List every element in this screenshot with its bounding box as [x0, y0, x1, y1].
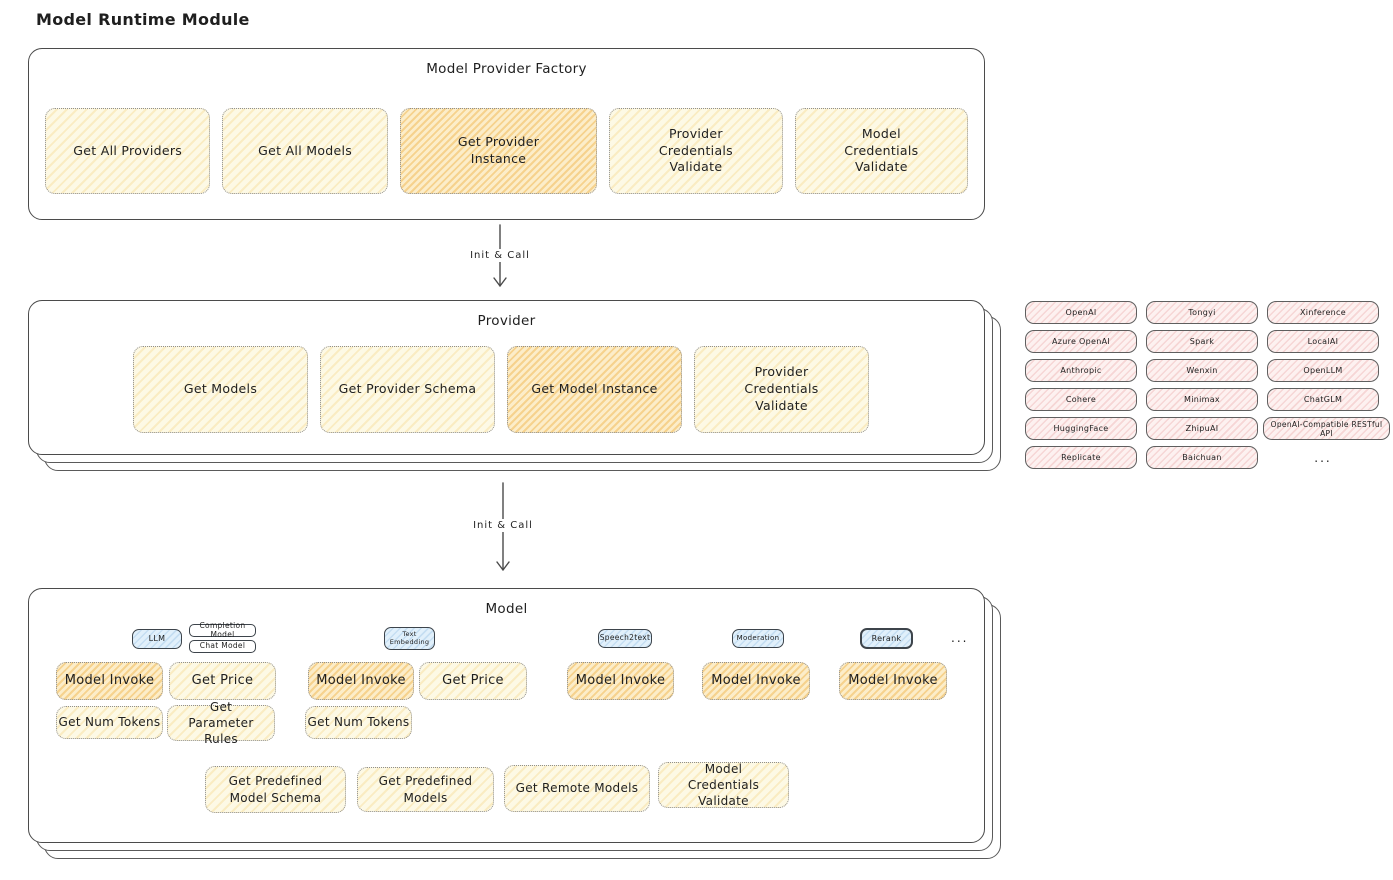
button-model-invoke-rerank: Model Invoke	[839, 662, 947, 700]
provider-chip-cohere: Cohere	[1025, 388, 1137, 411]
provider-button-row: Get Models Get Provider Schema Get Model…	[133, 346, 869, 433]
model-box: Model LLM Completion Model Chat Model Te…	[28, 588, 985, 843]
tab-text-embedding: Text Embedding	[384, 627, 435, 650]
button-provider-credentials-validate: Provider Credentials Validate	[609, 108, 783, 194]
button-provider-credentials-validate-2: Provider Credentials Validate	[694, 346, 869, 433]
button-get-predefined-model-schema: Get Predefined Model Schema	[205, 766, 346, 813]
provider-chip-openllm: OpenLLM	[1267, 359, 1379, 382]
tab-chat-model: Chat Model	[189, 640, 256, 653]
arrow-label-init-call-1: Init & Call	[468, 249, 532, 262]
provider-chip-openai: OpenAI	[1025, 301, 1137, 324]
button-get-num-tokens-text-embedding: Get Num Tokens	[305, 706, 412, 739]
button-get-model-instance: Get Model Instance	[507, 346, 682, 433]
button-get-models: Get Models	[133, 346, 308, 433]
button-model-invoke-moderation: Model Invoke	[702, 662, 810, 700]
provider-chip-azure-openai: Azure OpenAI	[1025, 330, 1137, 353]
provider-chip-replicate: Replicate	[1025, 446, 1137, 469]
provider-box: Provider Get Models Get Provider Schema …	[28, 300, 985, 455]
provider-chip-xinference: Xinference	[1267, 301, 1379, 324]
button-model-credentials-validate: Model Credentials Validate	[794, 108, 969, 194]
button-get-provider-instance: Get Provider Instance	[399, 108, 598, 194]
provider-chip-chatglm: ChatGLM	[1267, 388, 1379, 411]
page-title: Model Runtime Module	[36, 10, 250, 29]
tab-llm: LLM	[132, 629, 182, 649]
tab-completion-model: Completion Model	[189, 621, 256, 638]
button-model-credentials-validate-2: Model Credentials Validate	[658, 762, 789, 808]
model-title: Model	[485, 601, 528, 617]
model-tabs-ellipsis: ...	[951, 631, 969, 645]
button-get-price-llm: Get Price	[169, 662, 276, 700]
provider-chip-baichuan: Baichuan	[1146, 446, 1258, 469]
button-get-num-tokens-llm: Get Num Tokens	[56, 706, 163, 739]
button-get-price-text-embedding: Get Price	[419, 662, 527, 700]
button-get-remote-models: Get Remote Models	[504, 765, 650, 812]
button-get-predefined-models: Get Predefined Models	[357, 767, 494, 812]
button-get-parameter-rules: Get Parameter Rules	[167, 700, 275, 746]
provider-chip-tongyi: Tongyi	[1146, 301, 1258, 324]
factory-box: Model Provider Factory Get All Providers…	[28, 48, 985, 220]
factory-button-row: Get All Providers Get All Models Get Pro…	[45, 108, 969, 194]
provider-chip-minimax: Minimax	[1146, 388, 1258, 411]
button-get-all-providers: Get All Providers	[45, 108, 211, 194]
tab-moderation: Moderation	[732, 629, 784, 648]
button-model-invoke-speech2text: Model Invoke	[567, 662, 674, 700]
button-model-invoke-text-embedding: Model Invoke	[308, 662, 414, 700]
provider-chips-ellipsis: ...	[1314, 450, 1332, 465]
arrow-label-init-call-2: Init & Call	[471, 519, 535, 532]
provider-chip-spark: Spark	[1146, 330, 1258, 353]
provider-chip-wenxin: Wenxin	[1146, 359, 1258, 382]
provider-title: Provider	[477, 313, 536, 329]
provider-chip-zhipuai: ZhipuAI	[1146, 417, 1258, 440]
button-get-provider-schema: Get Provider Schema	[320, 346, 495, 433]
provider-chip-huggingface: HuggingFace	[1025, 417, 1137, 440]
provider-chip-grid: OpenAI Tongyi Xinference Azure OpenAI Sp…	[1025, 301, 1390, 469]
button-get-all-models: Get All Models	[222, 108, 388, 194]
provider-chip-localai: LocalAI	[1267, 330, 1379, 353]
provider-chip-anthropic: Anthropic	[1025, 359, 1137, 382]
provider-chip-openai-compatible-restful-api: OpenAI-Compatible RESTful API	[1263, 417, 1390, 440]
factory-title: Model Provider Factory	[426, 61, 587, 77]
tab-speech2text: Speech2text	[598, 629, 652, 648]
button-model-invoke-llm: Model Invoke	[56, 662, 163, 700]
tab-rerank: Rerank	[860, 628, 913, 649]
